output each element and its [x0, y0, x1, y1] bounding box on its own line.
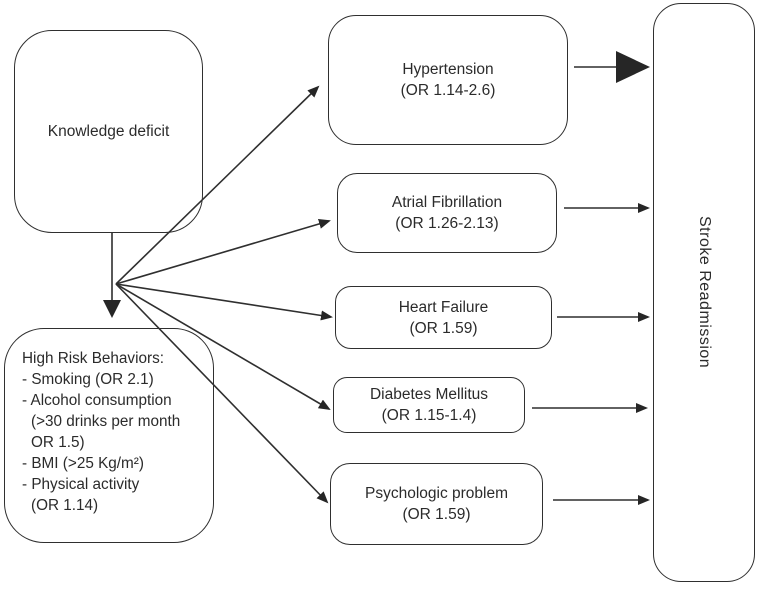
risk-line-physical: - Physical activity: [22, 476, 140, 493]
psychologic-problem-or: (OR 1.59): [402, 506, 471, 523]
high-risk-behaviors-box: High Risk Behaviors: - Smoking (OR 2.1) …: [4, 328, 214, 543]
stroke-readmission-label: Stroke Readmission: [696, 216, 713, 369]
stroke-readmission-box: Stroke Readmission: [653, 3, 755, 582]
risk-line-alcohol-2: (>30 drinks per month: [31, 413, 181, 430]
knowledge-deficit-label: Knowledge deficit: [47, 122, 170, 140]
knowledge-deficit-box: Knowledge deficit: [14, 30, 203, 233]
diabetes-mellitus-or: (OR 1.15-1.4): [381, 407, 477, 424]
arrow-knowledge-to-risk-head: [103, 300, 121, 318]
hypertension-name: Hypertension: [402, 61, 494, 78]
risk-line-physical-2: (OR 1.14): [31, 497, 99, 514]
heart-failure-or: (OR 1.59): [409, 319, 478, 337]
risk-line-bmi: - BMI (>25 Kg/m²): [22, 455, 144, 472]
atrial-fibrillation-name: Atrial Fibrillation: [391, 194, 503, 211]
diabetes-mellitus-name: Diabetes Mellitus: [369, 386, 489, 403]
heart-failure-box: Heart Failure (OR 1.59): [335, 286, 552, 349]
heart-failure-name: Heart Failure: [398, 298, 489, 316]
psychologic-problem-box: Psychologic problem (OR 1.59): [330, 463, 543, 545]
psychologic-problem-name: Psychologic problem: [364, 485, 508, 502]
arrow-hypertension-to-outcome-head: [616, 51, 650, 83]
hypertension-or: (OR 1.14-2.6): [400, 82, 496, 99]
atrial-fibrillation-or: (OR 1.26-2.13): [395, 215, 499, 232]
arrow-to-heart-failure: [115, 283, 333, 321]
hypertension-box: Hypertension (OR 1.14-2.6): [328, 15, 568, 145]
atrial-fibrillation-box: Atrial Fibrillation (OR 1.26-2.13): [337, 173, 557, 253]
risk-line-smoking: - Smoking (OR 2.1): [22, 371, 154, 388]
risk-line-alcohol: - Alcohol consumption: [22, 392, 172, 409]
diabetes-mellitus-box: Diabetes Mellitus (OR 1.15-1.4): [333, 377, 525, 433]
risk-line-alcohol-3: OR 1.5): [31, 434, 85, 451]
risk-line-title: High Risk Behaviors:: [22, 350, 164, 367]
